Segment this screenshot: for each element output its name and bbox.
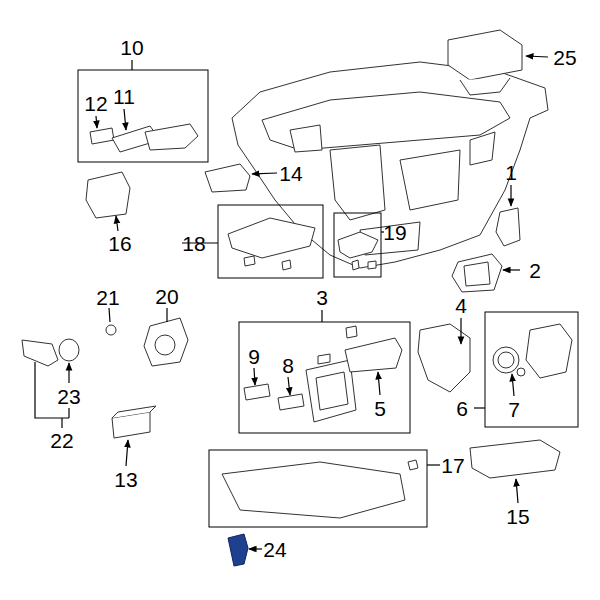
leader-lines	[35, 56, 548, 549]
callout-number: 10	[120, 37, 143, 58]
callout-number: 14	[279, 163, 302, 184]
callout-number: 25	[553, 47, 576, 68]
callout-number: 4	[455, 295, 467, 316]
callout-number: 22	[50, 430, 73, 451]
callout-number: 12	[84, 93, 107, 114]
callout-number: 19	[383, 222, 406, 243]
callout-number: 11	[113, 86, 135, 107]
callout-number: 16	[108, 233, 131, 254]
callout-number: 18	[182, 233, 205, 254]
callout-number: 7	[508, 399, 520, 420]
callout-number: 23	[57, 386, 80, 407]
callout-number: 21	[96, 287, 119, 308]
callout-number: 9	[248, 346, 260, 367]
callout-number: 15	[506, 506, 529, 527]
callout-number: 8	[282, 355, 294, 376]
group-frames	[78, 70, 578, 527]
callout-number: 3	[316, 287, 328, 308]
callout-number: 2	[529, 260, 541, 281]
callout-number: 17	[441, 455, 464, 476]
callout-number: 6	[456, 398, 468, 419]
callout-number: 24	[263, 539, 286, 560]
callout-number: 5	[374, 398, 386, 419]
part-outlines	[22, 30, 572, 566]
callout-number: 13	[114, 469, 137, 490]
callout-number: 1	[505, 162, 517, 183]
callout-number: 20	[155, 286, 178, 307]
